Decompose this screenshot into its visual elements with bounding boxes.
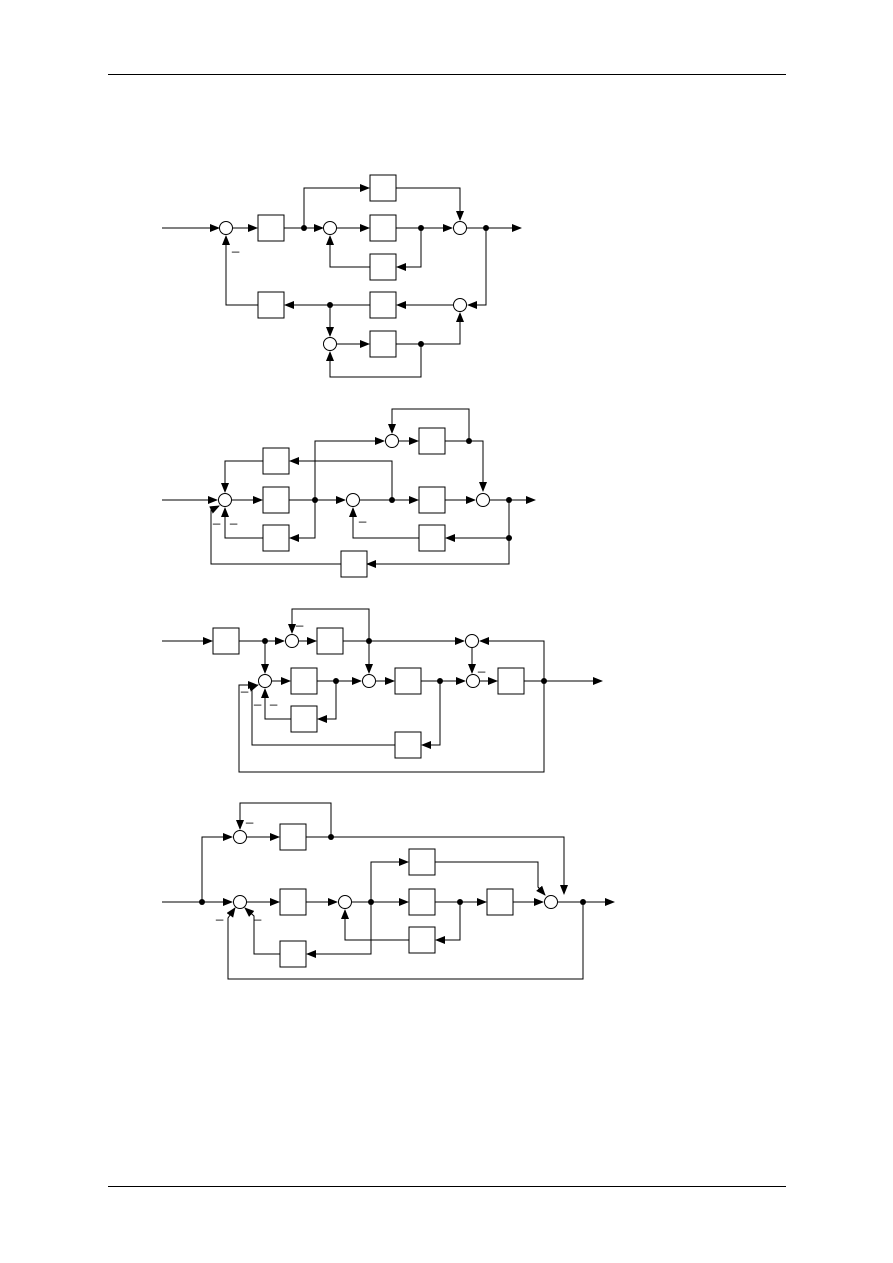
summing-junction [258, 674, 272, 688]
summing-junction [233, 830, 247, 844]
summing-junction [346, 493, 360, 507]
transfer-block [262, 486, 290, 514]
transfer-block [257, 291, 285, 319]
negative-sign: _ [358, 508, 367, 523]
transfer-block [257, 214, 285, 242]
summing-junction [453, 298, 467, 312]
transfer-block [408, 848, 436, 876]
transfer-block [316, 627, 344, 655]
transfer-block [369, 291, 397, 319]
summing-junction [362, 674, 376, 688]
summing-junction [476, 493, 490, 507]
transfer-block [290, 705, 318, 733]
negative-sign: _ [215, 906, 224, 921]
negative-sign: _ [253, 691, 262, 706]
transfer-block [486, 888, 514, 916]
negative-sign: _ [212, 510, 221, 525]
transfer-block [408, 926, 436, 954]
summing-junction [323, 221, 337, 235]
summing-junction [285, 634, 299, 648]
transfer-block [279, 823, 307, 851]
transfer-block [394, 731, 422, 759]
summing-junction [218, 493, 232, 507]
transfer-block [497, 667, 525, 695]
negative-sign: _ [229, 510, 238, 525]
transfer-block [369, 214, 397, 242]
transfer-block [262, 447, 290, 475]
transfer-block [418, 486, 446, 514]
negative-sign: _ [245, 809, 254, 824]
transfer-block [279, 888, 307, 916]
diagram-4: _ _ _ [162, 802, 615, 980]
transfer-block [408, 888, 436, 916]
summing-junction [453, 221, 467, 235]
negative-sign: _ [269, 691, 278, 706]
negative-sign: _ [231, 238, 240, 253]
transfer-block [340, 550, 368, 578]
summing-junction [323, 337, 337, 351]
summing-junction [233, 895, 247, 909]
summing-junction [385, 434, 399, 448]
summing-junction [338, 895, 352, 909]
negative-sign: _ [253, 906, 262, 921]
summing-junction [465, 634, 479, 648]
transfer-block [262, 524, 290, 552]
transfer-block [369, 253, 397, 281]
transfer-block [418, 427, 446, 455]
summing-junction [544, 895, 558, 909]
transfer-block [394, 667, 422, 695]
transfer-block [418, 524, 446, 552]
transfer-block [369, 330, 397, 358]
header-rule [108, 74, 786, 75]
negative-sign: _ [477, 658, 486, 673]
footer-rule [108, 1186, 786, 1187]
transfer-block [279, 940, 307, 968]
diagram-1: _ [162, 174, 522, 378]
transfer-block [290, 667, 318, 695]
negative-sign: _ [295, 612, 304, 627]
diagram-2: _ _ _ [162, 408, 536, 578]
transfer-block [369, 174, 397, 202]
summing-junction [466, 674, 480, 688]
diagram-3: _ _ _ _ _ [162, 608, 603, 773]
summing-junction [219, 221, 233, 235]
transfer-block [212, 627, 240, 655]
